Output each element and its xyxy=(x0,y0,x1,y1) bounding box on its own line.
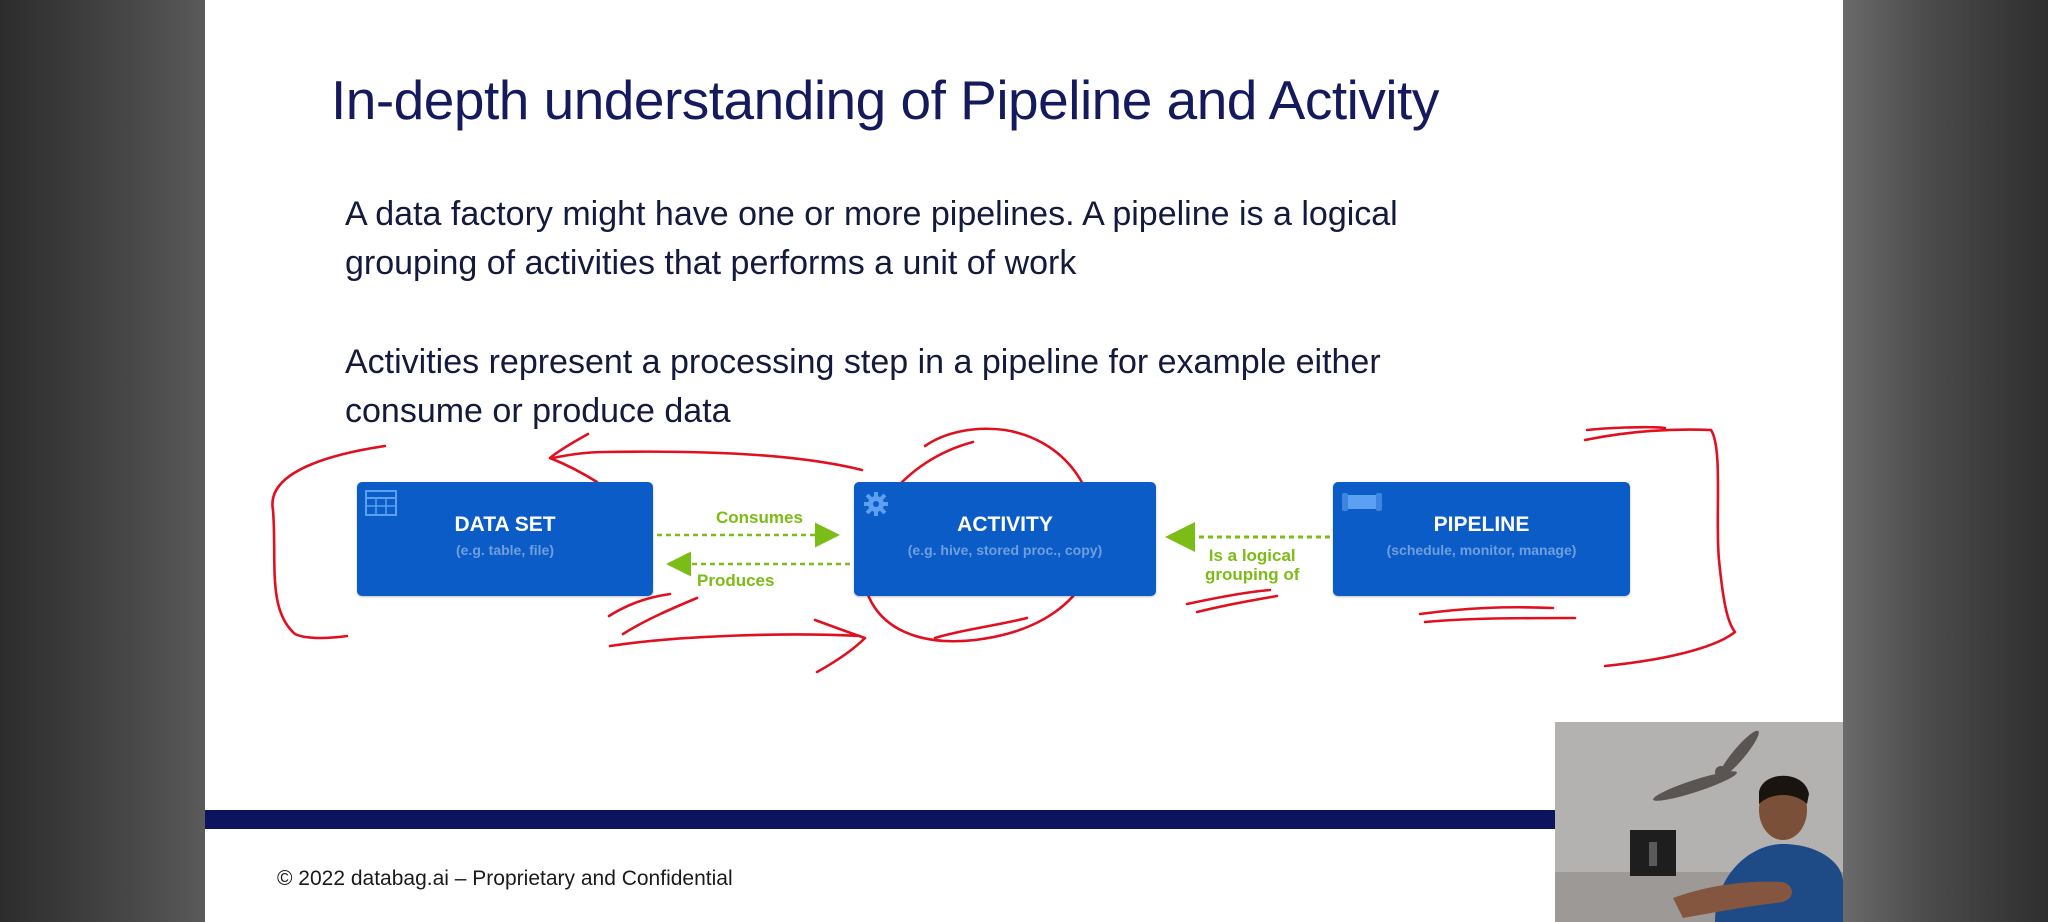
pipe-icon xyxy=(1341,490,1385,519)
pipeline-box: PIPELINE (schedule, monitor, manage) xyxy=(1333,482,1630,596)
slide-title: In-depth understanding of Pipeline and A… xyxy=(331,69,1439,131)
presenter-video xyxy=(1555,722,1843,922)
dataset-subtitle: (e.g. table, file) xyxy=(455,542,554,558)
gear-icon xyxy=(862,490,892,525)
pipeline-subtitle: (schedule, monitor, manage) xyxy=(1386,542,1577,558)
background-left xyxy=(0,0,205,922)
pipeline-label: PIPELINE xyxy=(1433,513,1530,536)
dataset-box: DATA SET (e.g. table, file) xyxy=(357,482,653,596)
paragraph-pipelines: A data factory might have one or more pi… xyxy=(345,195,1398,282)
activity-label: ACTIVITY xyxy=(957,513,1053,536)
grouping-label: Is a logical grouping of xyxy=(1205,546,1299,584)
presentation-slide: In-depth understanding of Pipeline and A… xyxy=(205,0,1843,922)
dataset-label: DATA SET xyxy=(454,513,556,536)
webcam-overlay xyxy=(1555,722,1843,922)
activity-subtitle: (e.g. hive, stored proc., copy) xyxy=(907,542,1103,558)
footer-copyright: © 2022 databag.ai – Proprietary and Conf… xyxy=(277,867,733,890)
background-right xyxy=(1843,0,2048,922)
paragraph-activities: Activities represent a processing step i… xyxy=(345,343,1381,430)
table-icon xyxy=(365,490,397,521)
grouping-label-line1: Is a logical xyxy=(1208,546,1296,565)
consumes-label: Consumes xyxy=(716,508,803,527)
produces-label: Produces xyxy=(697,571,775,590)
activity-box: ACTIVITY (e.g. hive, stored proc., copy) xyxy=(854,482,1156,596)
footer-bar xyxy=(205,810,1843,829)
grouping-label-line2: grouping of xyxy=(1205,565,1300,584)
